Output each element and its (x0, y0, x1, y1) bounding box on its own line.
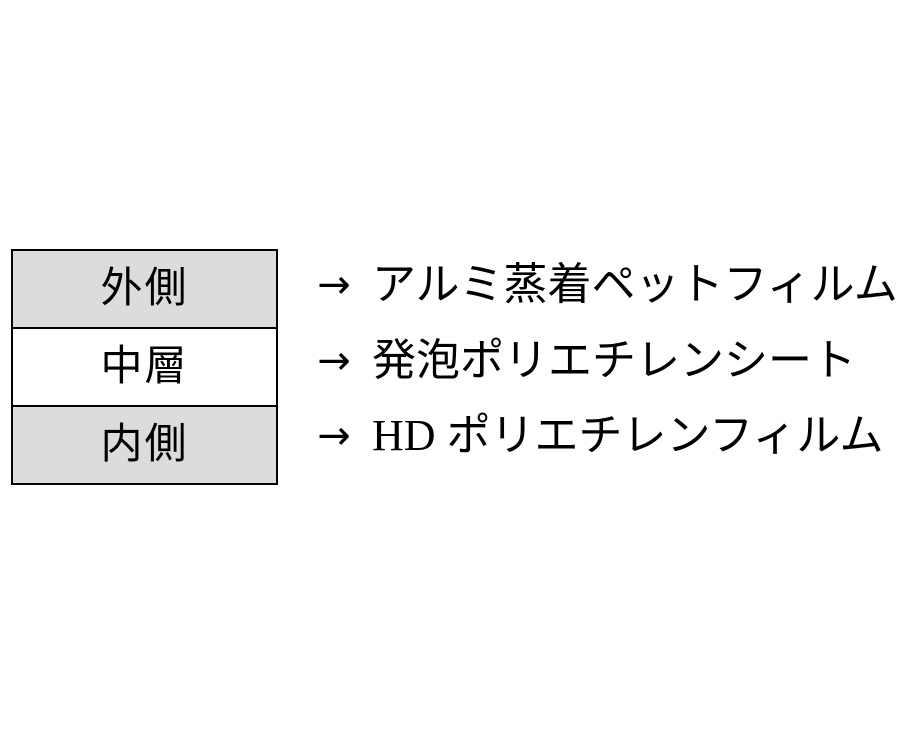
layer-row-outer: 外側 (13, 251, 276, 329)
material-label-outer: アルミ蒸着ペットフィルム (372, 260, 898, 309)
layer-label-inner: 内側 (100, 422, 189, 468)
layer-stack-box: 外側 中層 内側 (11, 249, 278, 485)
right-arrow-icon: → (317, 413, 351, 459)
layer-row-inner: 内側 (13, 407, 276, 483)
layer-label-outer: 外側 (100, 266, 189, 312)
material-label-middle: 発泡ポリエチレンシート (372, 336, 856, 385)
material-label-inner: HD ポリエチレンフィルム (372, 411, 884, 460)
right-arrow-icon: → (317, 338, 351, 384)
layer-row-middle: 中層 (13, 329, 276, 407)
right-arrow-icon: → (317, 262, 351, 308)
material-line-inner: → HD ポリエチレンフィルム (312, 406, 883, 466)
layer-label-middle: 中層 (100, 344, 189, 390)
material-line-outer: → アルミ蒸着ペットフィルム (312, 255, 898, 315)
material-line-middle: → 発泡ポリエチレンシート (312, 331, 856, 391)
